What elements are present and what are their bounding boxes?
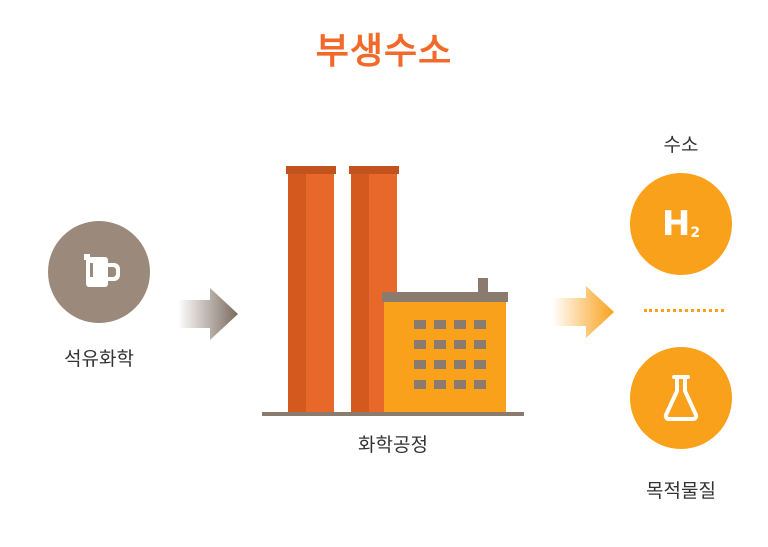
dotted-divider: [644, 309, 724, 312]
flask-circle: [630, 347, 732, 449]
process-label: 화학공정: [358, 434, 428, 456]
source-circle: [48, 221, 150, 323]
source-label: 석유화학: [64, 348, 134, 370]
arrow-right-icon: [178, 288, 238, 340]
target-product-label: 목적물질: [646, 480, 716, 502]
flask-icon: [663, 375, 699, 421]
hydrogen-circle: H2: [630, 173, 732, 275]
hydrogen-icon: H2: [661, 204, 701, 244]
diagram-title: 부생수소: [315, 31, 453, 72]
factory-icon: [262, 166, 524, 416]
arrow-right-icon-2: [552, 286, 614, 338]
oil-drum-icon: [84, 254, 120, 287]
hydrogen-label: 수소: [663, 134, 699, 156]
